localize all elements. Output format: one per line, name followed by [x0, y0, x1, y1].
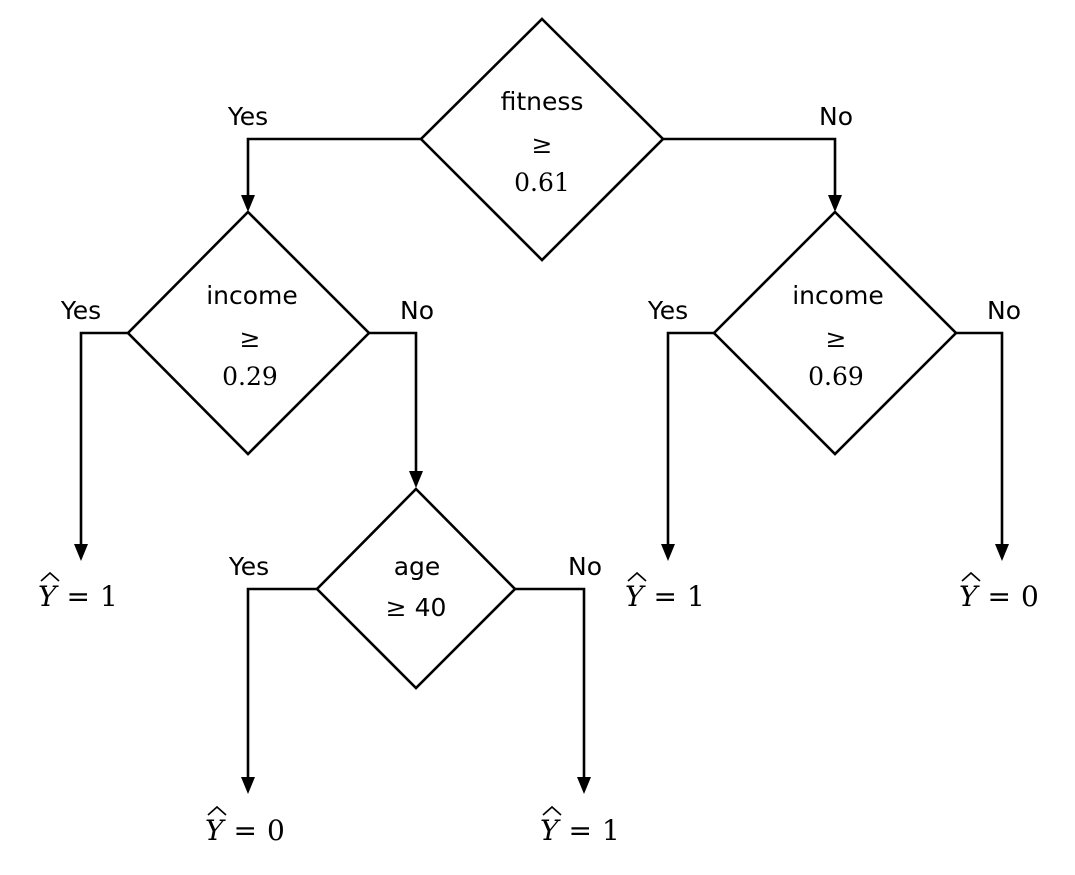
leaf-2-hat [627, 571, 647, 582]
leaf-5-expr: Y= 1 [540, 814, 620, 847]
leaf-5-hat [542, 805, 562, 816]
edge-right-yes [666, 331, 714, 546]
node-left: income ≥ 0.29 [126, 210, 371, 456]
edge-root-no [663, 137, 837, 197]
node-right-threshold: 0.69 [808, 362, 864, 391]
branch-label-left-no: No [400, 296, 434, 325]
branch-label-mid-yes: Yes [228, 552, 269, 581]
leaf-1-value: 1 [100, 580, 118, 613]
branch-label-right-yes: Yes [647, 296, 688, 325]
node-left-threshold: 0.29 [222, 362, 278, 391]
arrowhead-root-yes [241, 195, 255, 212]
node-root: fitness ≥ 0.61 [419, 17, 665, 262]
leaf-5-eq: = [568, 814, 591, 847]
leaf-4-value: 0 [267, 814, 285, 847]
node-right: income ≥ 0.69 [712, 210, 958, 456]
edge-mid-no [515, 587, 586, 779]
branch-label-left-yes: Yes [60, 296, 101, 325]
node-right-diamond [712, 210, 958, 456]
branch-label-root-no: No [819, 102, 853, 131]
leaf-4: Y= 0 [205, 805, 285, 847]
leaf-2: Y= 1 [625, 571, 705, 613]
edge-mid-yes [246, 587, 317, 779]
leaf-3-hat [961, 571, 981, 582]
node-root-diamond [419, 17, 665, 262]
arrowhead-mid-yes [241, 777, 255, 794]
node-mid-threshold: 40 [415, 593, 447, 622]
leaf-1-expr: Y= 1 [38, 580, 118, 613]
node-root-threshold: 0.61 [514, 168, 570, 197]
leaf-1: Y= 1 [38, 571, 118, 613]
arrowhead-mid-no [577, 777, 591, 794]
edge-left-yes [79, 331, 128, 546]
leaf-3-eq: = [987, 580, 1010, 613]
arrowhead-right-yes [661, 544, 675, 561]
edge-left-no [369, 331, 418, 473]
node-root-feature: fitness [501, 87, 584, 116]
leaf-2-eq: = [653, 580, 676, 613]
node-left-feature: income [206, 281, 298, 310]
node-root-op: ≥ [532, 130, 553, 159]
leaf-2-symbol: Y [625, 580, 646, 613]
arrowhead-right-no [995, 544, 1009, 561]
node-right-op: ≥ [826, 324, 847, 353]
arrowhead-left-no [409, 471, 423, 488]
leaf-1-symbol: Y [38, 580, 59, 613]
branch-label-mid-no: No [568, 552, 602, 581]
leaf-3-expr: Y= 0 [959, 580, 1039, 613]
leaf-3-symbol: Y [959, 580, 980, 613]
leaf-4-expr: Y= 0 [205, 814, 285, 847]
leaf-1-hat [40, 571, 60, 582]
leaf-3: Y= 0 [959, 571, 1039, 613]
leaf-1-eq: = [66, 580, 89, 613]
branch-label-right-no: No [987, 296, 1021, 325]
node-mid-diamond [315, 487, 517, 690]
node-left-diamond [126, 210, 371, 456]
node-right-feature: income [792, 281, 884, 310]
leaf-2-expr: Y= 1 [625, 580, 705, 613]
node-mid-op: ≥ [386, 593, 407, 622]
leaf-3-value: 0 [1021, 580, 1039, 613]
arrowhead-root-no [828, 195, 842, 212]
edge-root-yes [246, 137, 421, 197]
branch-label-root-yes: Yes [227, 102, 268, 131]
leaf-5: Y= 1 [540, 805, 620, 847]
leaf-5-symbol: Y [540, 814, 561, 847]
leaf-2-value: 1 [687, 580, 705, 613]
node-mid-condition: ≥40 [386, 593, 447, 622]
node-mid: age ≥40 [315, 487, 517, 690]
node-left-op: ≥ [240, 324, 261, 353]
arrowhead-left-yes [74, 544, 88, 561]
leaf-4-eq: = [233, 814, 256, 847]
leaf-5-value: 1 [602, 814, 620, 847]
leaf-4-symbol: Y [205, 814, 226, 847]
node-mid-feature: age [394, 552, 441, 581]
leaf-4-hat [207, 805, 227, 816]
edge-right-no [956, 331, 1004, 546]
